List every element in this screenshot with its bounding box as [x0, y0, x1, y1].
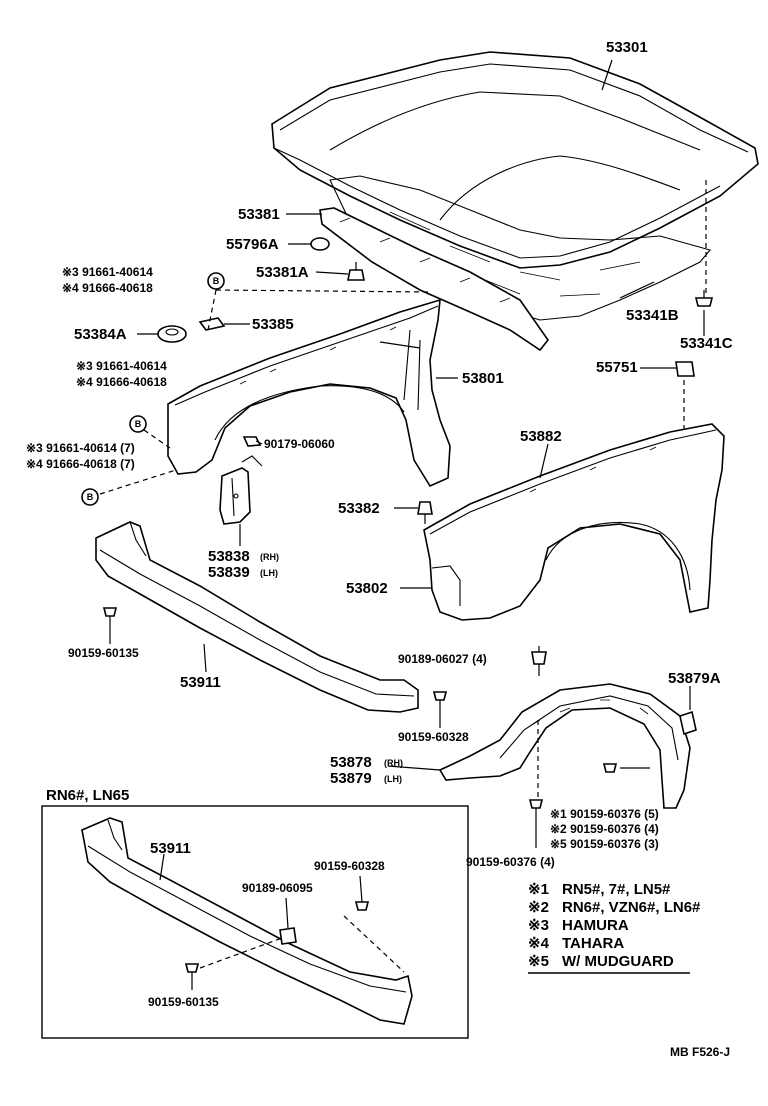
bolt-symbol-label: B [87, 492, 94, 502]
stopper-part [417, 501, 433, 524]
grommet-part [198, 317, 226, 331]
fender-bracket-part [219, 455, 263, 525]
nut-part [242, 436, 262, 447]
cushion-b-part [675, 361, 695, 377]
screw-part-3 [602, 763, 618, 773]
legend-mark-4: ※4 [528, 935, 550, 952]
cushion-part [310, 237, 330, 251]
legend-text-5: W/ MUDGUARD [562, 953, 674, 970]
screw-part-4 [528, 799, 544, 820]
legend-text-2: RN6#, VZN6#, LN6# [562, 899, 701, 916]
inset-screw-b: 90159-60135 [148, 995, 219, 1009]
callout-bolt-c-1: ※3 91661-40614 (7) [26, 441, 135, 455]
callout-fender-lh: 53882 [520, 428, 562, 445]
spoiler-part [95, 521, 419, 713]
seal-clip-part [347, 262, 365, 281]
bolt-symbol-2: B [129, 415, 147, 433]
screw-part-2 [432, 691, 448, 712]
inset-screw-a: 90159-60328 [314, 859, 385, 873]
inset-spoiler-label: 53911 [150, 840, 191, 857]
legend-mark-3: ※3 [528, 917, 549, 934]
fender-lh-part [423, 423, 725, 621]
legend-text-1: RN5#, 7#, LN5# [562, 881, 671, 898]
callout-bolt-b-2: ※4 91666-40618 [76, 375, 167, 389]
callout-bolt-a-1: ※3 91661-40614 [62, 265, 153, 279]
callout-hood-insulator: 53341B [626, 307, 679, 324]
callout-screw-3a: ※1 90159-60376 (5) [550, 807, 659, 821]
callout-hood-seal: 53381 [238, 206, 280, 223]
legend-text-3: HAMURA [562, 917, 629, 934]
callout-hood: 53301 [606, 39, 648, 56]
callout-bolt-b-1: ※3 91661-40614 [76, 359, 167, 373]
callout-fender-rh: 53801 [462, 370, 504, 387]
bolt-symbol-label: B [213, 276, 220, 286]
support-part [157, 325, 187, 343]
bolt-symbol-1: B [207, 272, 225, 290]
callout-liner-lh-side: (LH) [384, 774, 402, 784]
fender-liner-part [438, 683, 691, 809]
callout-fender-panel: 53802 [346, 580, 388, 597]
leader-lines [109, 59, 705, 848]
legend-mark-1: ※1 [528, 881, 549, 898]
callout-support: 53384A [74, 326, 127, 343]
legend-mark-2: ※2 [528, 899, 549, 916]
callout-screw-1: 90159-60135 [68, 646, 139, 660]
callout-screw-4: 90159-60376 (4) [466, 855, 555, 869]
insulator-clip-part [694, 290, 714, 307]
callout-bracket-lh-side: (LH) [260, 568, 278, 578]
liner-bracket-part [679, 710, 697, 736]
callout-clip-4: 90189-06027 (4) [398, 652, 487, 666]
fender-rh-part [167, 298, 451, 488]
callout-liner-rh: 53878 [330, 754, 372, 771]
callout-screw-3c: ※5 90159-60376 (3) [550, 837, 659, 851]
callout-nut: 90179-06060 [264, 437, 335, 451]
callout-bracket-rh-side: (RH) [260, 552, 279, 562]
hood-seal-part [319, 207, 549, 352]
bolt-symbol-3: B [81, 488, 99, 506]
callout-bracket-lh: 53839 [208, 564, 250, 581]
callout-liner-rh-side: (RH) [384, 758, 403, 768]
callout-stopper: 53382 [338, 500, 380, 517]
callout-liner-lh: 53879 [330, 770, 372, 787]
callout-cushion-b: 55751 [596, 359, 638, 376]
callout-seal-clip: 53381A [256, 264, 309, 281]
inset-title: RN6#, LN65 [46, 787, 129, 804]
dashed-lines [99, 180, 707, 798]
inset-clip: 90189-06095 [242, 881, 313, 895]
legend-text-4: TAHARA [562, 935, 624, 952]
callout-spoiler: 53911 [180, 674, 221, 691]
callout-grommet: 53385 [252, 316, 294, 333]
screw-part-1 [102, 607, 118, 628]
callout-bolt-a-2: ※4 91666-40618 [62, 281, 153, 295]
callout-cushion: 55796A [226, 236, 279, 253]
diagram-code: MB F526-J [670, 1045, 730, 1059]
callout-bolt-c-2: ※4 91666-40618 (7) [26, 457, 135, 471]
callout-bracket-rh: 53838 [208, 548, 250, 565]
inset-box: RN6#, LN65 53911 90159-60328 90189-06095… [41, 787, 469, 1039]
callout-insulator-clip: 53341C [680, 335, 733, 352]
callout-screw-3b: ※2 90159-60376 (4) [550, 822, 659, 836]
legend: ※1 RN5#, 7#, LN5# ※2 RN6#, VZN6#, LN6# ※… [528, 881, 701, 974]
bolt-symbol-label: B [135, 419, 142, 429]
callout-screw-2: 90159-60328 [398, 730, 469, 744]
legend-mark-5: ※5 [528, 953, 549, 970]
callout-liner-bracket: 53879A [668, 670, 721, 687]
clip-part [531, 646, 547, 665]
